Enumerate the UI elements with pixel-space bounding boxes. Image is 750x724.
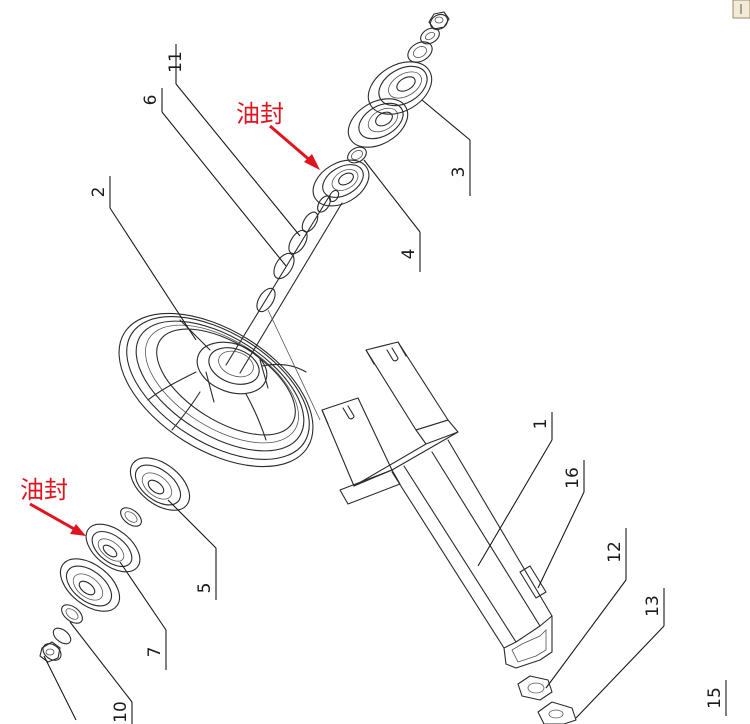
part-label-3: 3 bbox=[449, 167, 469, 178]
part-label-15: 15 bbox=[705, 687, 725, 709]
bearing-7 bbox=[59, 558, 121, 612]
part-numbers: 11 6 2 3 4 1 16 12 13 5 7 10 15 bbox=[89, 51, 725, 723]
washer-4 bbox=[347, 146, 367, 164]
part-label-13: 13 bbox=[643, 595, 663, 617]
oil-seal-label-top: 油封 bbox=[236, 100, 284, 128]
bearing-upper-middle bbox=[347, 98, 409, 148]
part-label-1: 1 bbox=[531, 419, 551, 430]
part-label-4: 4 bbox=[399, 249, 419, 260]
corner-mark bbox=[732, 0, 750, 19]
lower-washer bbox=[120, 507, 142, 527]
bearing-5 bbox=[129, 457, 191, 511]
part-label-11: 11 bbox=[166, 51, 186, 73]
leader-lines bbox=[43, 44, 727, 724]
oil-seal-annotation-bottom: 油封 bbox=[20, 476, 86, 536]
part-label-6: 6 bbox=[141, 95, 161, 106]
part-label-16: 16 bbox=[563, 467, 583, 489]
part-label-5: 5 bbox=[195, 583, 215, 594]
upper-fastener-stack bbox=[407, 11, 450, 63]
oil-seal-upper bbox=[312, 159, 370, 207]
bolt-12 bbox=[517, 675, 553, 701]
pulley-wheel bbox=[118, 312, 314, 468]
part-label-12: 12 bbox=[605, 541, 625, 563]
part-label-10: 10 bbox=[111, 701, 131, 723]
oil-seal-label-bottom: 油封 bbox=[20, 476, 68, 504]
bolt-13 bbox=[537, 701, 577, 724]
part-label-2: 2 bbox=[89, 187, 109, 198]
bearing-3 bbox=[367, 61, 433, 115]
lower-fastener-stack bbox=[39, 604, 83, 663]
oil-seal-lower bbox=[85, 523, 141, 573]
part-label-7: 7 bbox=[145, 647, 165, 658]
frame-bracket bbox=[267, 309, 553, 669]
oil-seal-annotation-top: 油封 bbox=[236, 100, 320, 170]
